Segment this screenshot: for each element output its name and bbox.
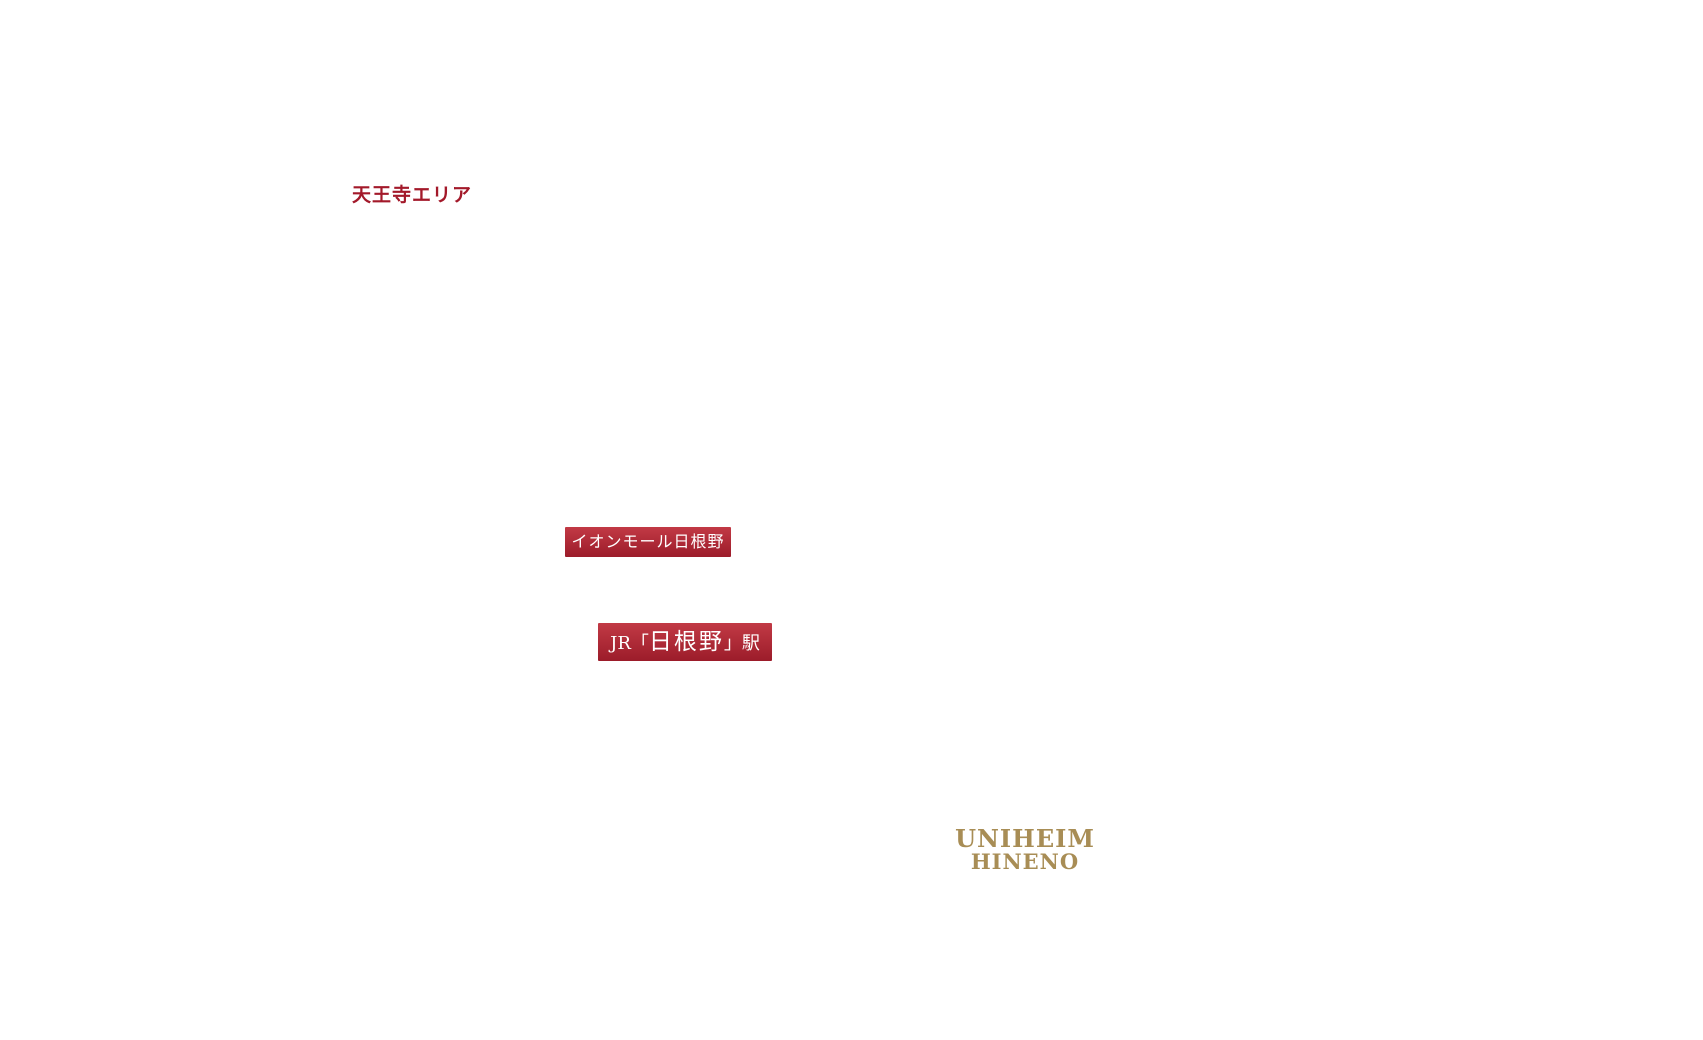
station-open-bracket: 「 xyxy=(630,633,649,654)
logo-line-1: UNIHEIM xyxy=(955,824,1095,853)
station-close-bracket: 」 xyxy=(723,633,742,654)
station-prefix: JR xyxy=(610,633,631,654)
logo-line-2: HINENO xyxy=(970,849,1080,875)
station-suffix: 駅 xyxy=(741,633,760,654)
property-logo: UNIHEIM HINENO xyxy=(955,826,1095,873)
area-label-tennoji: 天王寺エリア xyxy=(352,184,473,206)
station-badge-hineno: JR「日根野」駅 xyxy=(598,623,772,661)
station-name: 日根野 xyxy=(648,629,724,655)
place-badge-aeon-mall: イオンモール日根野 xyxy=(565,527,731,557)
